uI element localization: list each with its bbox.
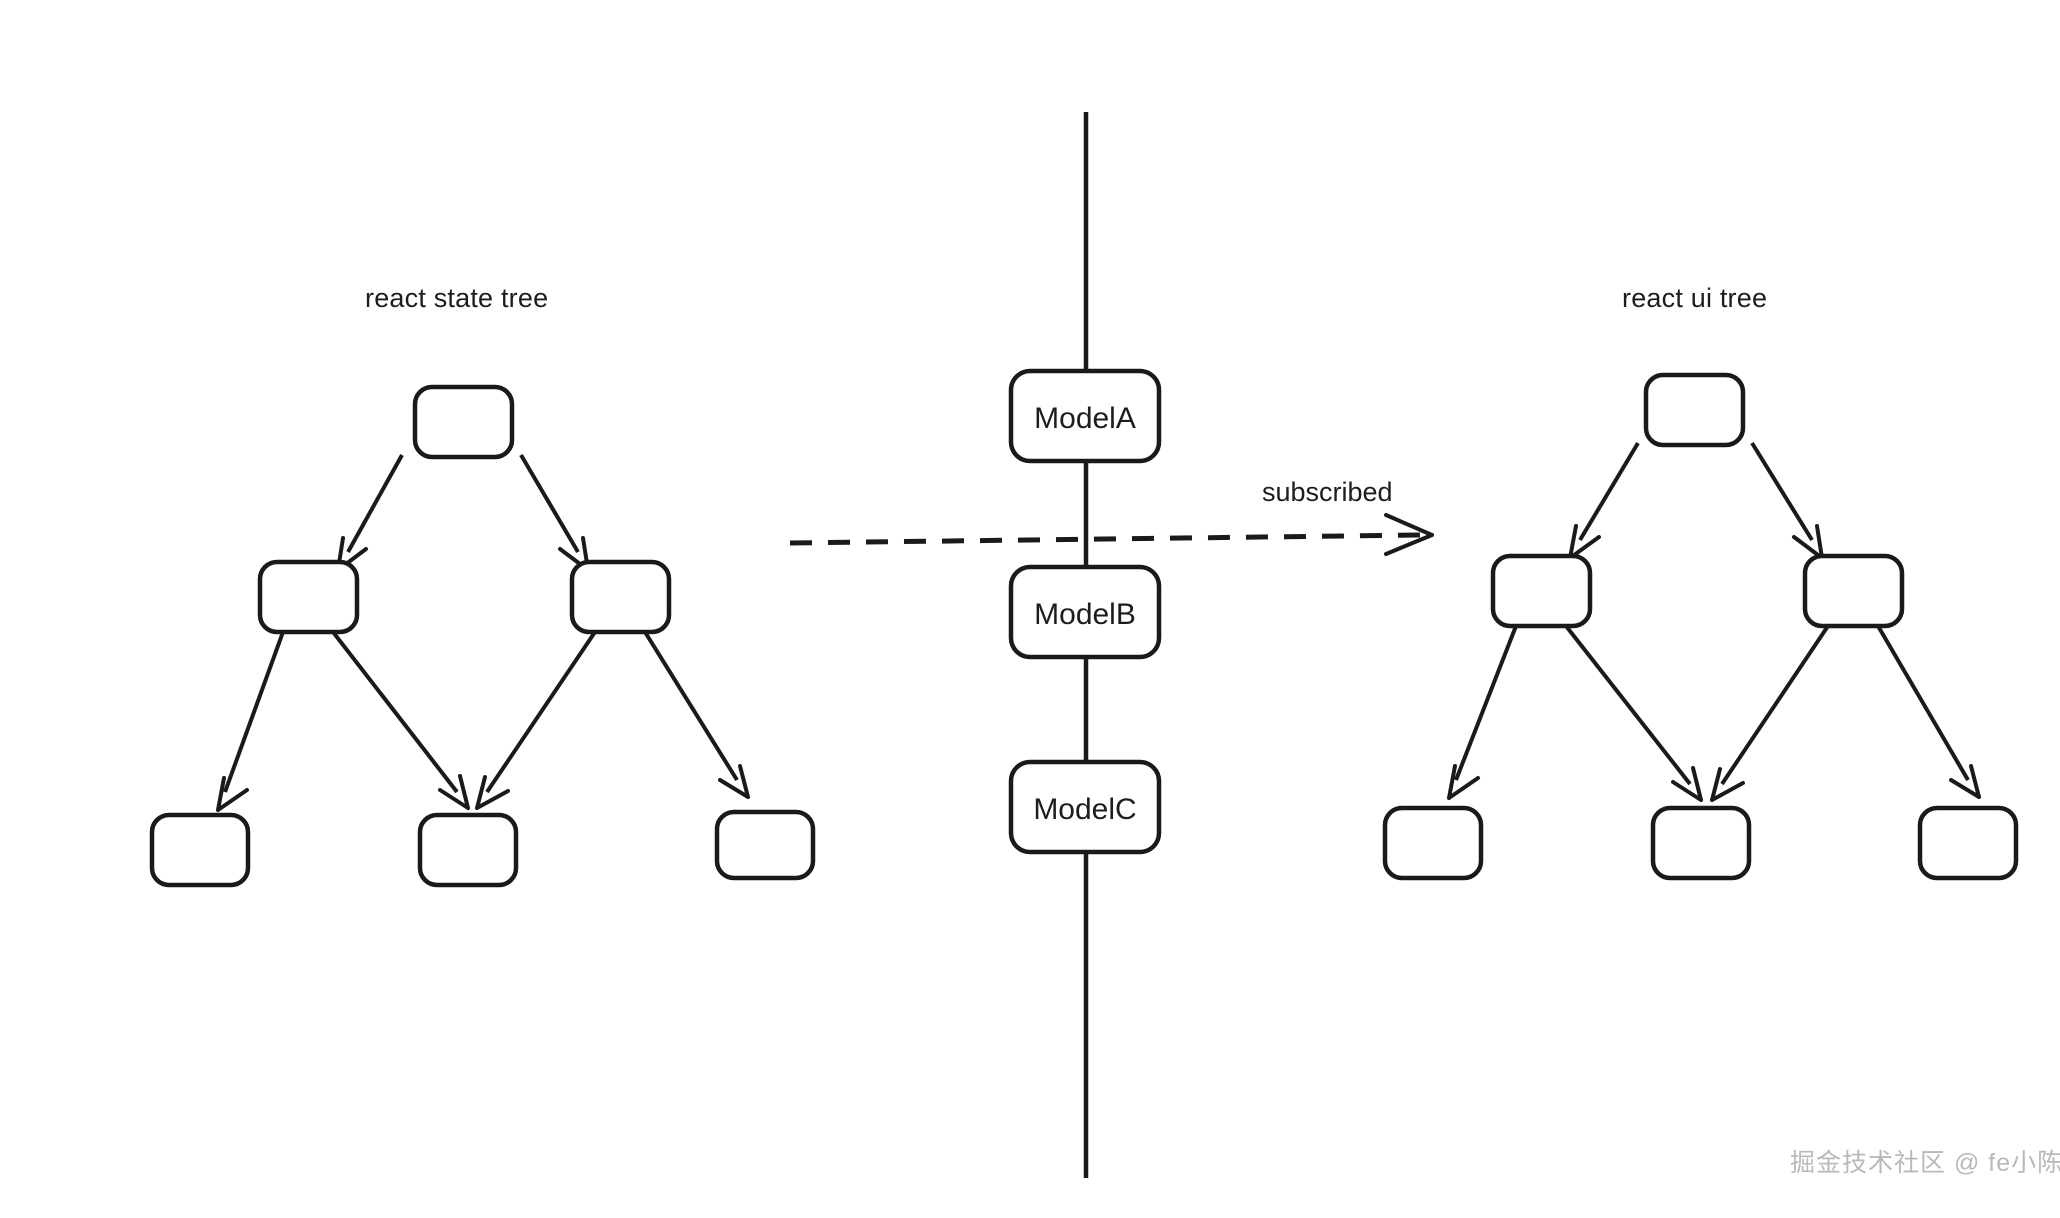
edge-state-midright-to-leaf2 <box>485 630 597 794</box>
edge-ui-midleft-to-leaf1 <box>1454 625 1518 781</box>
state-tree-node-leaf-1[interactable] <box>149 812 251 888</box>
ui-tree-node-leaf-1[interactable] <box>1382 805 1484 881</box>
state-tree-caption: react state tree <box>365 283 549 313</box>
subscribed-arrowhead <box>1384 513 1434 556</box>
state-tree-node-mid-right[interactable] <box>569 559 672 635</box>
arrowhead-state-midright-to-leaf2 <box>475 775 510 810</box>
model-box-a[interactable] <box>1008 368 1162 464</box>
ui-tree-edges <box>1447 441 1981 802</box>
model-spine-group: ModelA ModelB ModelC <box>1008 112 1162 1178</box>
ui-tree-node-root[interactable] <box>1643 372 1746 448</box>
state-tree-node-mid-left[interactable] <box>257 559 360 635</box>
watermark-text: 掘金技术社区 @ fe小陈 <box>1790 1149 2060 1177</box>
ui-tree-caption: react ui tree <box>1622 283 1768 313</box>
model-box-b[interactable] <box>1008 564 1162 660</box>
arrowhead-state-midright-to-leaf3 <box>718 764 750 799</box>
ui-tree-node-leaf-3[interactable] <box>1917 805 2019 881</box>
edge-ui-midright-to-leaf3 <box>1876 624 1970 782</box>
arrowhead-state-midleft-to-leaf2 <box>438 774 470 810</box>
arrowhead-ui-midleft-to-leaf2 <box>1671 766 1703 802</box>
subscribed-label: subscribed <box>1262 477 1393 507</box>
subscribed-arrow-group <box>789 513 1434 556</box>
ui-tree-node-leaf-2[interactable] <box>1650 805 1752 881</box>
state-tree-node-leaf-3[interactable] <box>714 809 816 881</box>
arrowhead-ui-midright-to-leaf2 <box>1710 767 1745 802</box>
edge-ui-root-to-mid-left <box>1578 441 1640 542</box>
ui-tree-node-mid-right[interactable] <box>1802 553 1905 629</box>
model-label-a: ModelA <box>1034 402 1136 435</box>
state-tree-node-leaf-2[interactable] <box>417 812 519 888</box>
edge-ui-midleft-to-leaf2 <box>1564 624 1692 786</box>
subscribed-dashed-line <box>789 532 1421 546</box>
state-tree-group <box>149 384 816 888</box>
model-label-c: ModelC <box>1033 793 1136 826</box>
state-tree-node-root[interactable] <box>412 384 515 460</box>
model-box-c[interactable] <box>1008 759 1162 855</box>
ui-tree-group <box>1382 372 2019 881</box>
model-label-b: ModelB <box>1034 598 1136 631</box>
edge-state-root-to-mid-right <box>519 453 580 554</box>
edge-ui-midright-to-leaf2 <box>1720 624 1830 786</box>
ui-tree-node-mid-left[interactable] <box>1490 553 1593 629</box>
edge-state-midleft-to-leaf1 <box>223 631 285 793</box>
arrowhead-ui-midright-to-leaf3 <box>1949 764 1981 799</box>
edge-state-midleft-to-leaf2 <box>331 630 459 794</box>
arrowhead-ui-midleft-to-leaf1 <box>1447 764 1480 800</box>
arrowhead-state-midleft-to-leaf1 <box>216 776 249 812</box>
edge-state-root-to-mid-left <box>346 454 404 553</box>
edge-state-midright-to-leaf3 <box>643 630 739 782</box>
edge-ui-root-to-mid-right <box>1750 441 1814 542</box>
